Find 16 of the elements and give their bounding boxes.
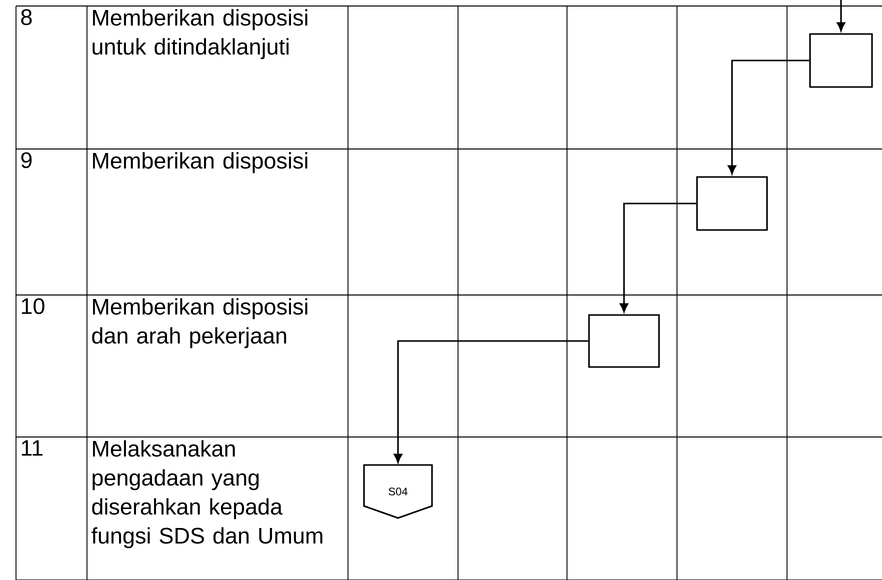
- arrow: [728, 60, 810, 174]
- arrow: [620, 202, 696, 312]
- arrow: [836, 0, 846, 32]
- table-cell-text: 9: [21, 152, 32, 168]
- table-cell-text: Melaksanakan pengadaan yang diserahkan kepada fungsi SDS dan Umum: [92, 440, 322, 548]
- table-cell-text: 11: [22, 440, 42, 456]
- off-page-connector: S04: [363, 464, 433, 519]
- table-cell-text: Memberikan disposisi untuk ditindaklanjuti: [92, 9, 308, 60]
- table-cell-text: 10: [22, 298, 44, 314]
- arrow: [394, 340, 588, 463]
- process-box: [696, 176, 768, 231]
- table-cell-text: Memberikan disposisi dan arah pekerjaan: [92, 298, 308, 348]
- process-box: [588, 314, 660, 368]
- table-cell-text: 8: [21, 9, 32, 26]
- table-cell-text: Memberikan disposisi: [93, 152, 308, 174]
- process-box: [809, 33, 873, 88]
